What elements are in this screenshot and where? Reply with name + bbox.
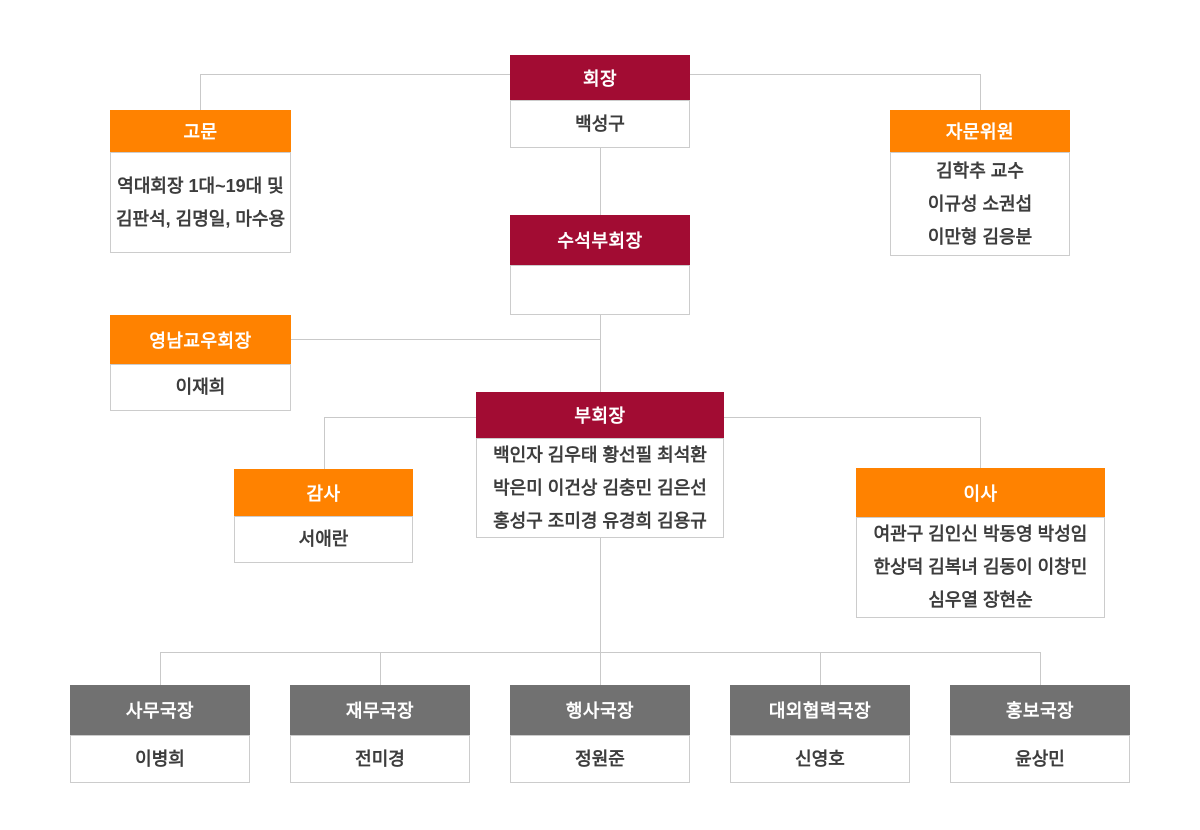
node-yeongnam-alumni-president-title: 영남교우회장: [110, 315, 291, 364]
node-vice-chairman: 부회장 백인자 김우태 황선필 최석환 박은미 이건상 김충민 김은선 홍성구 …: [476, 392, 724, 538]
connector-vice-right-branch: [724, 417, 981, 418]
node-advisory-committee-members: 김학추 교수 이규성 소권섭 이만형 김응분: [890, 152, 1070, 256]
node-events-director: 행사국장 정원준: [510, 685, 690, 783]
node-director-members: 여관구 김인신 박동영 박성임 한상덕 김복녀 김동이 이창민 심우열 장현순: [856, 517, 1105, 618]
node-finance-director: 재무국장 전미경: [290, 685, 470, 783]
node-events-director-members: 정원준: [510, 735, 690, 783]
node-secretary-general-members: 이병희: [70, 735, 250, 783]
node-pr-director: 홍보국장 윤상민: [950, 685, 1130, 783]
connector-chairman-to-senior-vice: [600, 148, 601, 216]
node-pr-director-title: 홍보국장: [950, 685, 1130, 735]
node-chairman-title: 회장: [510, 55, 690, 100]
connector-drop-advisor: [200, 74, 201, 111]
member-name: 여관구 김인신 박동영 박성임: [873, 524, 1088, 544]
member-name: 홍성구 조미경 유경희 김용규: [493, 510, 707, 531]
node-pr-director-members: 윤상민: [950, 735, 1130, 783]
node-chairman-members: 백성구: [510, 100, 690, 148]
node-advisory-committee: 자문위원 김학추 교수 이규성 소권섭 이만형 김응분: [890, 110, 1070, 256]
node-external-relations-director: 대외협력국장 신영호: [730, 685, 910, 783]
node-vice-chairman-members: 백인자 김우태 황선필 최석환 박은미 이건상 김충민 김은선 홍성구 조미경 …: [476, 438, 724, 538]
member-name: 역대회장 1대~19대 및: [117, 175, 284, 196]
connector-senior-vice-to-vice: [600, 315, 601, 393]
connector-drop-secretary-general: [160, 652, 161, 686]
node-external-relations-director-title: 대외협력국장: [730, 685, 910, 735]
connector-drop-director: [980, 417, 981, 469]
node-vice-chairman-title: 부회장: [476, 392, 724, 438]
connector-yeongnam-branch: [291, 339, 601, 340]
connector-drop-finance-director: [380, 652, 381, 686]
node-secretary-general: 사무국장 이병희: [70, 685, 250, 783]
member-name: 백성구: [575, 113, 625, 134]
connector-drop-pr-director: [1040, 652, 1041, 686]
member-name: 신영호: [795, 748, 845, 769]
node-chairman: 회장 백성구: [510, 55, 690, 148]
node-auditor-members: 서애란: [234, 516, 413, 563]
node-advisor-title: 고문: [110, 110, 291, 152]
member-name: 김학추 교수: [936, 160, 1024, 181]
connector-drop-auditor: [324, 417, 325, 470]
node-external-relations-director-members: 신영호: [730, 735, 910, 783]
member-name: 김판석, 김명일, 마수용: [115, 208, 286, 229]
member-name: 이규성 소권섭: [927, 193, 1033, 214]
node-finance-director-members: 전미경: [290, 735, 470, 783]
node-senior-vice-chairman-members: [510, 265, 690, 315]
connector-drop-external-relations: [820, 652, 821, 686]
member-name: 정원준: [575, 748, 625, 769]
member-name: 이병희: [135, 748, 185, 769]
node-senior-vice-chairman: 수석부회장: [510, 215, 690, 315]
connector-vice-to-bottom: [600, 538, 601, 653]
node-yeongnam-alumni-president: 영남교우회장 이재희: [110, 315, 291, 411]
member-name: 박은미 이건상 김충민 김은선: [493, 477, 707, 498]
member-name: 전미경: [355, 748, 405, 769]
node-advisor-members: 역대회장 1대~19대 및 김판석, 김명일, 마수용: [110, 152, 291, 253]
node-auditor: 감사 서애란: [234, 469, 413, 563]
connector-drop-advisory-committee: [980, 74, 981, 111]
node-advisory-committee-title: 자문위원: [890, 110, 1070, 152]
connector-vice-left-branch: [324, 417, 477, 418]
member-name: 한상덕 김복녀 김동이 이창민: [873, 557, 1088, 577]
node-yeongnam-alumni-president-members: 이재희: [110, 364, 291, 411]
node-senior-vice-chairman-title: 수석부회장: [510, 215, 690, 265]
node-auditor-title: 감사: [234, 469, 413, 516]
member-name: 이만형 김응분: [927, 226, 1033, 247]
node-director-title: 이사: [856, 468, 1105, 517]
member-name: 이재희: [175, 377, 226, 397]
node-director: 이사 여관구 김인신 박동영 박성임 한상덕 김복녀 김동이 이창민 심우열 장…: [856, 468, 1105, 618]
member-name: 윤상민: [1015, 748, 1065, 769]
node-events-director-title: 행사국장: [510, 685, 690, 735]
node-finance-director-title: 재무국장: [290, 685, 470, 735]
node-secretary-general-title: 사무국장: [70, 685, 250, 735]
connector-drop-events-director: [600, 652, 601, 686]
member-name: 서애란: [298, 529, 349, 549]
node-advisor: 고문 역대회장 1대~19대 및 김판석, 김명일, 마수용: [110, 110, 291, 253]
member-name: 심우열 장현순: [928, 590, 1033, 610]
member-name: 백인자 김우태 황선필 최석환: [493, 444, 707, 465]
